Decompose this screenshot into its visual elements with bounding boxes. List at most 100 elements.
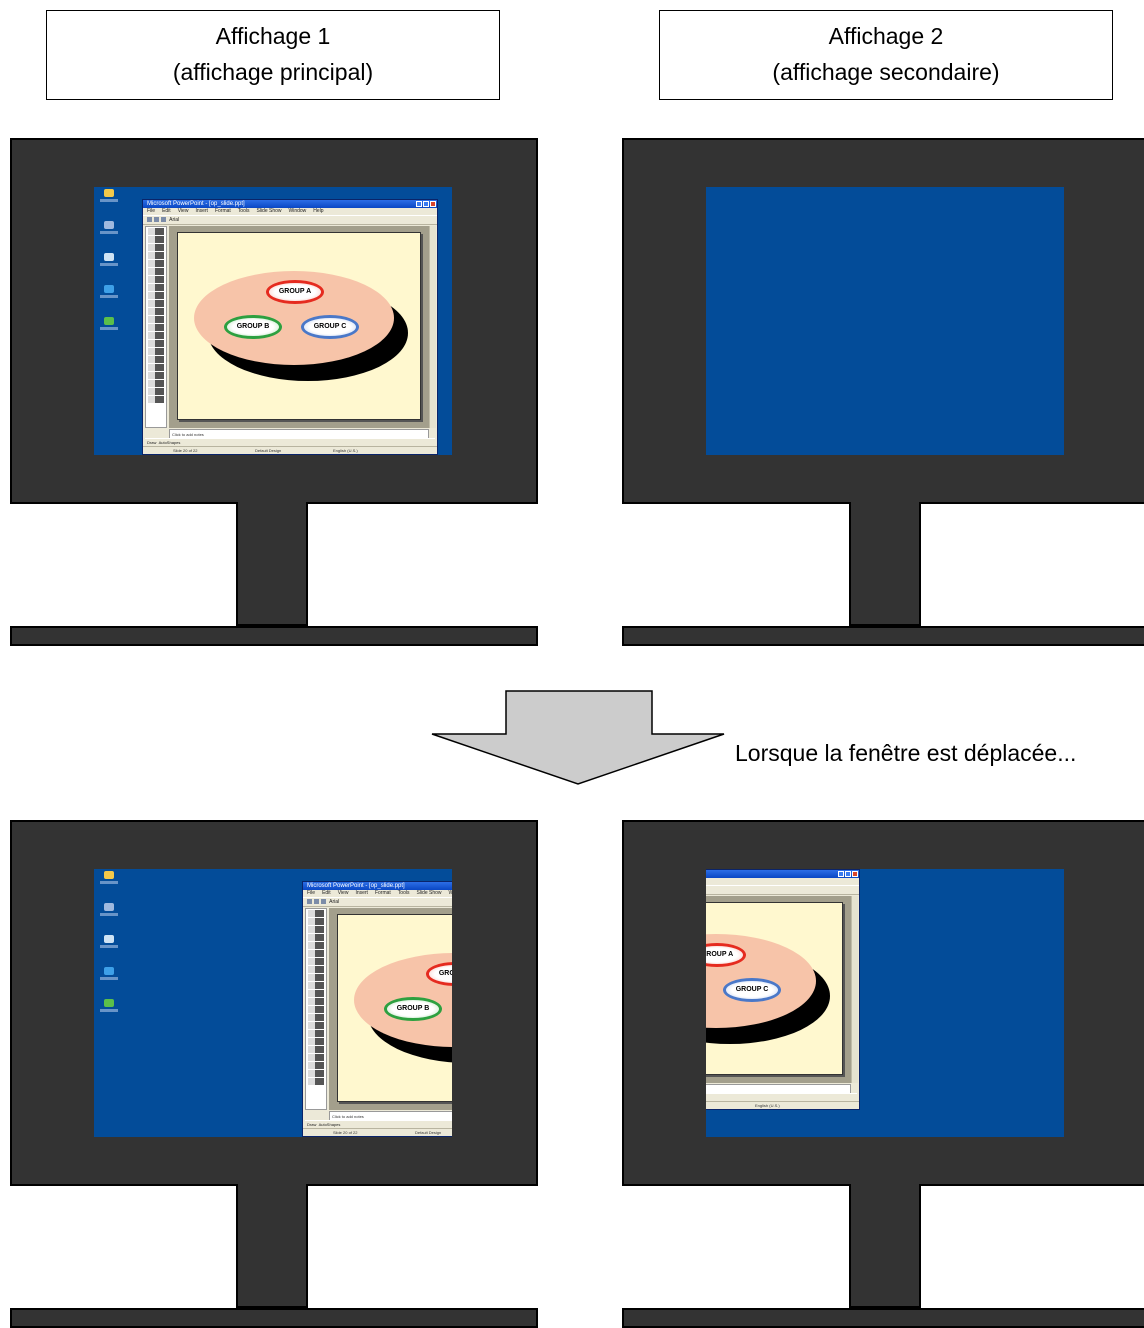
monitor-1-bottom: Microsoft PowerPoint - [op_slide.ppt] Fi… bbox=[10, 820, 538, 1186]
group-c-shape[interactable]: GROUP C bbox=[723, 977, 781, 1002]
desktop-screen: Microsoft PowerPoint - [op_slide.ppt] Fi… bbox=[94, 187, 452, 455]
slide[interactable]: GROUP A GROUP B GROUP C bbox=[337, 914, 452, 1102]
new-icon[interactable] bbox=[307, 899, 312, 905]
save-icon[interactable] bbox=[321, 899, 326, 905]
status-language: English (U.S.) bbox=[755, 1103, 780, 1108]
draw-menu[interactable]: Draw bbox=[147, 440, 157, 445]
formatting-toolbar: Arial bbox=[143, 215, 437, 225]
monitor-base bbox=[622, 1308, 1144, 1328]
group-diagram: GROUP A GROUP B GROUP C bbox=[194, 271, 408, 381]
menu-view[interactable]: View bbox=[337, 890, 349, 896]
powerpoint-window[interactable]: GROUP A GROUP B GROUP C English (U.S.) bbox=[706, 869, 860, 1110]
folder-icon[interactable] bbox=[98, 189, 120, 211]
menu-window[interactable]: Window bbox=[288, 208, 307, 214]
monitor-stand bbox=[236, 502, 308, 626]
autoshapes-menu[interactable]: AutoShapes bbox=[318, 1122, 341, 1127]
menu-format[interactable]: Format bbox=[214, 208, 231, 214]
menu-bar: File Edit View Insert Format Tools Slide Show W… bbox=[143, 208, 437, 215]
window-titlebar[interactable]: Microsoft PowerPoint - [op_slide.ppt] bbox=[303, 882, 452, 890]
maximize-icon[interactable] bbox=[845, 871, 851, 877]
slide-work-area: GROUP A GROUP B GROUP C bbox=[329, 908, 452, 1110]
computer-icon[interactable] bbox=[98, 903, 120, 925]
monitor-base bbox=[10, 1308, 538, 1328]
window-title: Microsoft PowerPoint - [op_slide.ppt] bbox=[147, 201, 245, 207]
window-titlebar[interactable] bbox=[706, 870, 859, 878]
menu-format[interactable]: Format bbox=[374, 890, 391, 896]
maximize-icon[interactable] bbox=[423, 201, 429, 207]
drawing-toolbar: Draw AutoShapes bbox=[305, 1120, 452, 1129]
slide-outline-pane[interactable] bbox=[305, 908, 327, 1110]
menu-slide-show[interactable]: Slide Show bbox=[256, 208, 282, 214]
minimize-icon[interactable] bbox=[838, 871, 844, 877]
vertical-scrollbar[interactable] bbox=[851, 896, 858, 1083]
desktop-screen: Microsoft PowerPoint - [op_slide.ppt] Fi… bbox=[94, 869, 452, 1137]
wireless-manager-icon[interactable] bbox=[98, 999, 120, 1021]
group-b-shape[interactable]: GROUP B bbox=[224, 315, 282, 339]
monitor-stand bbox=[849, 502, 921, 626]
recycle-bin-icon[interactable] bbox=[98, 253, 120, 275]
slide-work-area: GROUP A GROUP B GROUP C bbox=[169, 226, 429, 428]
status-bar: Slide 20 of 22 Default Design bbox=[303, 1128, 452, 1136]
window-titlebar[interactable]: Microsoft PowerPoint - [op_slide.ppt] bbox=[143, 200, 437, 208]
menu-bar bbox=[706, 878, 859, 885]
slide[interactable]: GROUP A GROUP B GROUP C bbox=[706, 902, 843, 1075]
internet-explorer-icon[interactable] bbox=[98, 967, 120, 989]
menu-insert[interactable]: Insert bbox=[355, 890, 368, 896]
menu-file[interactable]: File bbox=[307, 890, 316, 896]
display-1-title: Affichage 1 bbox=[215, 23, 331, 49]
font-select[interactable]: Arial bbox=[169, 217, 180, 223]
formatting-toolbar bbox=[706, 885, 859, 895]
computer-icon[interactable] bbox=[98, 221, 120, 243]
group-diagram: GROUP A GROUP B GROUP C bbox=[354, 953, 452, 1063]
menu-edit[interactable]: Edit bbox=[322, 890, 331, 896]
status-language: English (U.S.) bbox=[333, 448, 358, 453]
monitor-stand bbox=[849, 1184, 921, 1308]
menu-bar: File Edit View Insert Format Tools Slide Show W… bbox=[303, 890, 452, 897]
powerpoint-window[interactable]: Microsoft PowerPoint - [op_slide.ppt] Fi… bbox=[302, 881, 452, 1137]
recycle-bin-icon[interactable] bbox=[98, 935, 120, 957]
display-1-label: Affichage 1 (affichage principal) bbox=[46, 10, 500, 100]
menu-edit[interactable]: Edit bbox=[162, 208, 171, 214]
formatting-toolbar: Arial bbox=[303, 897, 452, 907]
minimize-icon[interactable] bbox=[416, 201, 422, 207]
monitor-base bbox=[622, 626, 1144, 646]
save-icon[interactable] bbox=[161, 217, 166, 223]
autoshapes-menu[interactable]: AutoShapes bbox=[158, 440, 181, 445]
open-icon[interactable] bbox=[314, 899, 319, 905]
menu-tools[interactable]: Tools bbox=[237, 208, 250, 214]
wireless-manager-icon[interactable] bbox=[98, 317, 120, 339]
status-bar: Slide 20 of 22 Default Design English (U… bbox=[143, 446, 437, 454]
group-a-shape[interactable]: GROUP A bbox=[266, 280, 324, 304]
new-icon[interactable] bbox=[147, 217, 152, 223]
slide[interactable]: GROUP A GROUP B GROUP C bbox=[177, 232, 421, 420]
menu-window[interactable]: Window bbox=[449, 890, 453, 896]
draw-menu[interactable]: Draw bbox=[307, 1122, 317, 1127]
slide-outline-pane[interactable] bbox=[145, 226, 167, 428]
internet-explorer-icon[interactable] bbox=[98, 285, 120, 307]
monitor-2-top bbox=[622, 138, 1144, 504]
powerpoint-window[interactable]: Microsoft PowerPoint - [op_slide.ppt] Fi… bbox=[142, 199, 438, 455]
status-bar: English (U.S.) bbox=[706, 1101, 859, 1109]
menu-tools[interactable]: Tools bbox=[397, 890, 410, 896]
drawing-toolbar bbox=[706, 1093, 857, 1102]
display-2-title: Affichage 2 bbox=[828, 23, 944, 49]
menu-slide-show[interactable]: Slide Show bbox=[416, 890, 442, 896]
close-icon[interactable] bbox=[430, 201, 436, 207]
open-icon[interactable] bbox=[154, 217, 159, 223]
menu-view[interactable]: View bbox=[177, 208, 189, 214]
close-icon[interactable] bbox=[852, 871, 858, 877]
menu-insert[interactable]: Insert bbox=[195, 208, 208, 214]
vertical-scrollbar[interactable] bbox=[429, 226, 436, 428]
display-2-label: Affichage 2 (affichage secondaire) bbox=[659, 10, 1113, 100]
menu-file[interactable]: File bbox=[147, 208, 156, 214]
folder-icon[interactable] bbox=[98, 871, 120, 893]
group-diagram: GROUP A GROUP B GROUP C bbox=[706, 933, 830, 1044]
status-design: Default Design bbox=[255, 448, 282, 453]
monitor-1-top: Microsoft PowerPoint - [op_slide.ppt] Fi… bbox=[10, 138, 538, 504]
group-b-shape[interactable]: GROUP B bbox=[384, 997, 442, 1021]
group-c-shape[interactable]: GROUP C bbox=[301, 315, 359, 339]
monitor-2-bottom: GROUP A GROUP B GROUP C English (U.S.) bbox=[622, 820, 1144, 1186]
caption: Lorsque la fenêtre est déplacée... bbox=[735, 740, 1077, 766]
font-select[interactable]: Arial bbox=[329, 899, 340, 905]
menu-help[interactable]: Help bbox=[313, 208, 324, 214]
